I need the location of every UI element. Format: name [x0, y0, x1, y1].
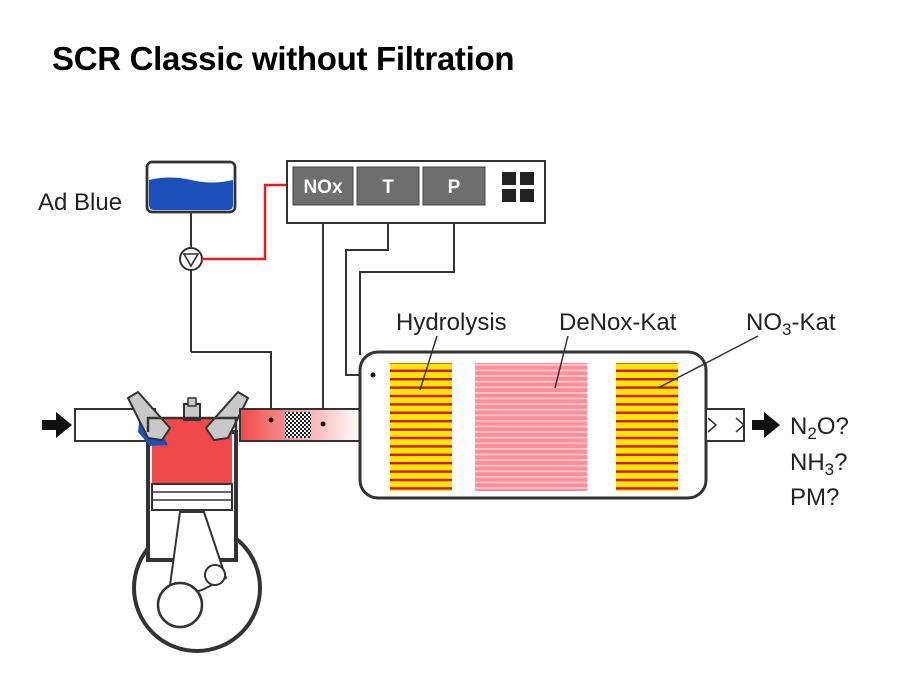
adblue-feed-line	[190, 212, 272, 410]
intake-valve	[126, 390, 172, 442]
control-unit-grid-icon	[502, 172, 534, 202]
engine	[126, 390, 262, 653]
dosing-pump-icon	[179, 247, 203, 271]
catalyst-housing	[358, 350, 708, 500]
sensor-button-p-label: P	[448, 177, 461, 198]
sensor-wires	[322, 223, 455, 420]
exhaust-valve	[204, 390, 250, 442]
sensor-button-nox: NOx	[292, 166, 354, 206]
outlet-pipe	[705, 408, 746, 442]
mixer-mesh	[285, 412, 311, 438]
denox-label: DeNox-Kat	[559, 309, 677, 336]
output-nh3: NH3?	[790, 449, 848, 479]
output-pm: PM?	[790, 484, 839, 511]
sensor-button-t: T	[356, 166, 420, 206]
no3-label: NO3-Kat	[746, 309, 836, 339]
sensor-button-nox-label: NOx	[303, 177, 343, 198]
hydrolysis-block	[390, 363, 452, 491]
slide-title: SCR Classic without Filtration	[52, 40, 515, 77]
output-n2o: N2O?	[790, 413, 849, 443]
pump-signal-line	[202, 183, 290, 261]
exhaust-pipe	[239, 408, 361, 442]
piston	[151, 483, 233, 511]
intake-arrow-icon	[42, 412, 72, 438]
adblue-tank	[145, 160, 237, 214]
sensor-button-t-label: T	[382, 177, 394, 198]
label-leader-lines	[419, 335, 759, 391]
hydrolysis-label: Hydrolysis	[396, 309, 507, 336]
adblue-label: Ad Blue	[38, 189, 122, 216]
sensor-button-p: P	[422, 166, 486, 206]
denox-block	[475, 363, 587, 491]
no3-block	[616, 363, 678, 491]
outlet-arrow-icon	[752, 412, 780, 438]
